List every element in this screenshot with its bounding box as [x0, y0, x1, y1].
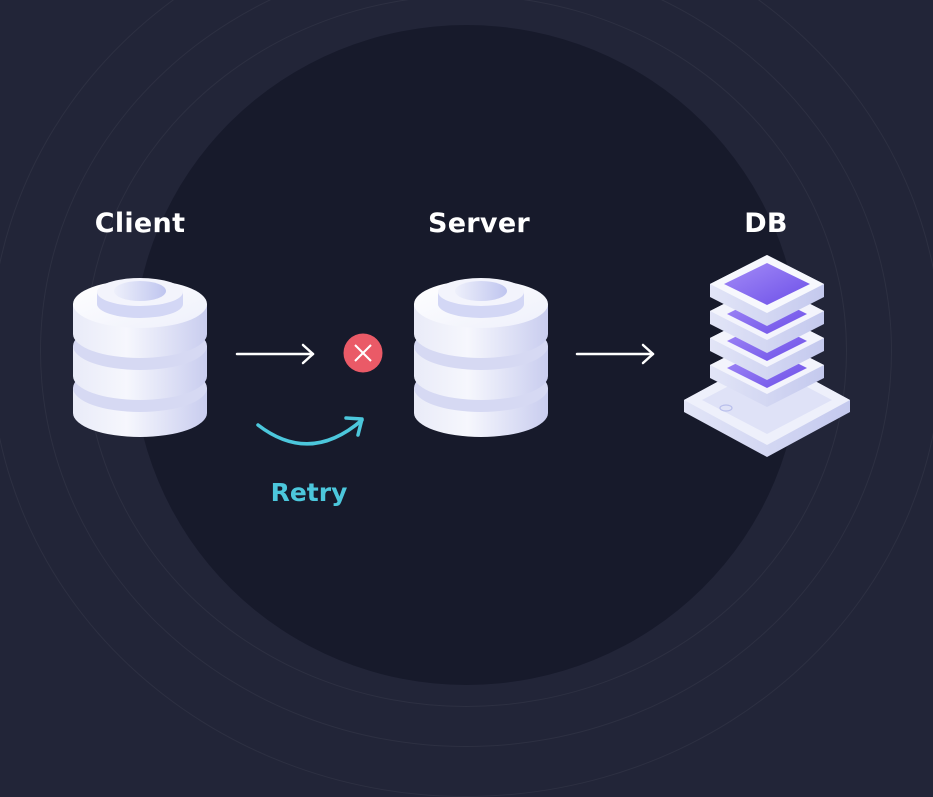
- retry-label: Retry: [270, 478, 348, 507]
- db-label: DB: [744, 208, 788, 239]
- curved-arrow-icon: [256, 416, 364, 446]
- database-layers-icon: [684, 255, 850, 457]
- arrow-server-to-db: [575, 343, 655, 365]
- client-label: Client: [94, 208, 186, 239]
- cylinder-layer: [73, 278, 207, 437]
- client-server-icon: [73, 278, 207, 437]
- cylinder-layer: [414, 278, 548, 437]
- error-x-icon: [343, 333, 383, 373]
- arrow-client-to-server: [235, 343, 315, 365]
- server-label: Server: [427, 208, 531, 239]
- server-icon: [414, 278, 548, 437]
